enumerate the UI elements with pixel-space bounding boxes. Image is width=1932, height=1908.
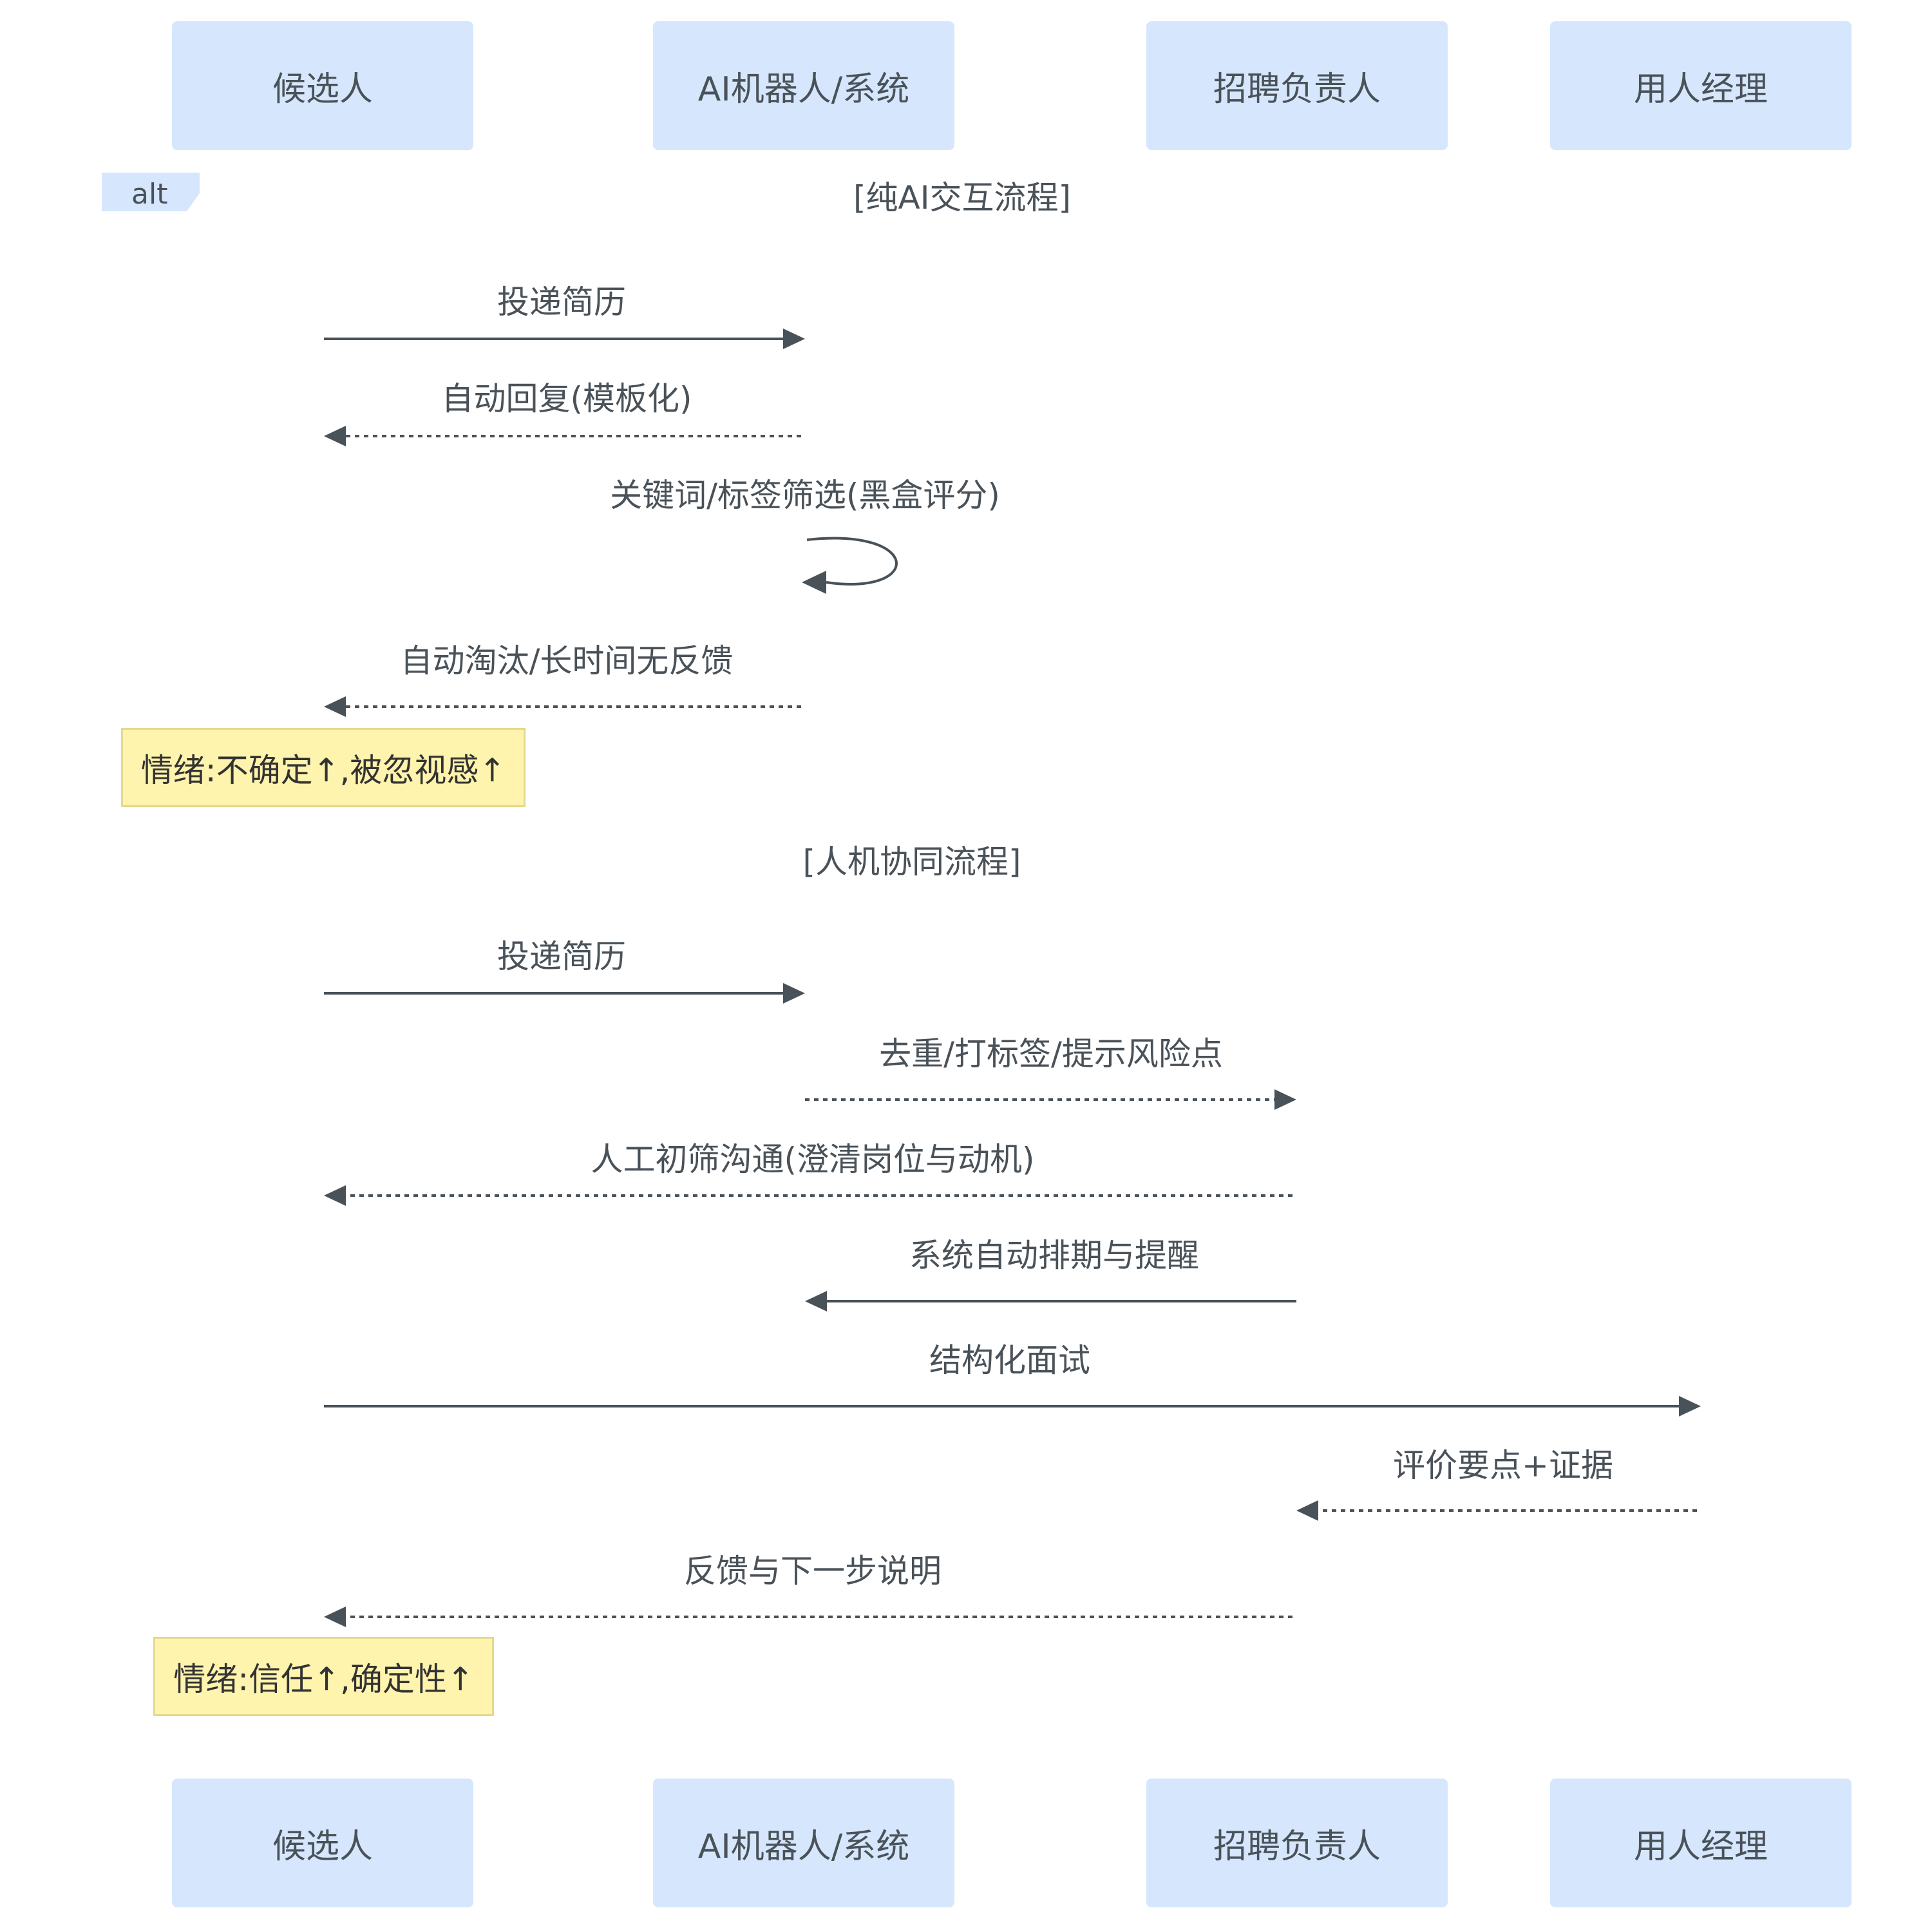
arrowhead [324,426,346,446]
participant-manager-top: 用人经理 [1550,21,1852,150]
arrowhead [324,1607,346,1627]
arrowhead [783,983,805,1004]
note-text: 情绪:不确定↑,被忽视感↑ [140,751,506,789]
participant-label: 候选人 [272,70,373,109]
arrowhead [324,1185,346,1206]
emotion-note-human-ai: 情绪:信任↑,确定性↑ [153,1637,494,1716]
arrowhead [802,571,826,594]
alt-keyword: alt [131,178,168,211]
alt-section-label-human-ai: [人机协同流程] [802,843,1021,881]
arrowhead [1679,1396,1701,1417]
message-label: 系统自动排期与提醒 [909,1237,1199,1274]
participant-label: 招聘负责人 [1213,1827,1381,1866]
message-label: 投递简历 [497,938,626,975]
message-label: 投递简历 [497,283,626,321]
message-label: 人工初筛沟通(澄清岗位与动机) [591,1141,1035,1178]
participant-manager-bottom: 用人经理 [1550,1779,1852,1907]
arrowhead [805,1291,827,1312]
message-label: 关键词/标签筛选(黑盒评分) [610,477,1000,514]
participant-label: AI机器人/系统 [697,70,910,109]
message-label: 去重/打标签/提示风险点 [879,1035,1223,1073]
note-text: 情绪:信任↑,确定性↑ [173,1660,474,1698]
arrowhead [783,329,805,349]
participant-ai-bottom: AI机器人/系统 [653,1779,954,1907]
participant-label: 候选人 [272,1827,373,1866]
participant-recruiter-top: 招聘负责人 [1146,21,1448,150]
emotion-note-ai-only: 情绪:不确定↑,被忽视感↑ [121,728,526,807]
alt-tag-shape [102,173,200,211]
message-label: 反馈与下一步说明 [684,1552,942,1590]
message-label: 自动回复(模板化) [441,380,692,417]
message-label: 自动淘汰/长时间无反馈 [400,642,734,680]
arrowhead [324,696,346,717]
participant-recruiter-bottom: 招聘负责人 [1146,1779,1448,1907]
message-label: 评价要点+证据 [1393,1447,1613,1484]
alt-section-label-ai-only: [纯AI交互流程] [853,179,1071,216]
participant-label: 招聘负责人 [1213,70,1381,109]
participant-candidate-bottom: 候选人 [172,1779,473,1907]
arrowhead [1274,1089,1296,1110]
participant-ai-top: AI机器人/系统 [653,21,954,150]
self-message-loop [806,537,898,586]
participant-candidate-top: 候选人 [172,21,473,150]
alt-tag: alt [102,173,200,211]
arrowhead [1296,1500,1318,1521]
participant-label: 用人经理 [1633,70,1768,109]
message-label: 结构化面试 [929,1342,1090,1379]
participant-label: 用人经理 [1633,1827,1768,1866]
participant-label: AI机器人/系统 [697,1827,910,1866]
